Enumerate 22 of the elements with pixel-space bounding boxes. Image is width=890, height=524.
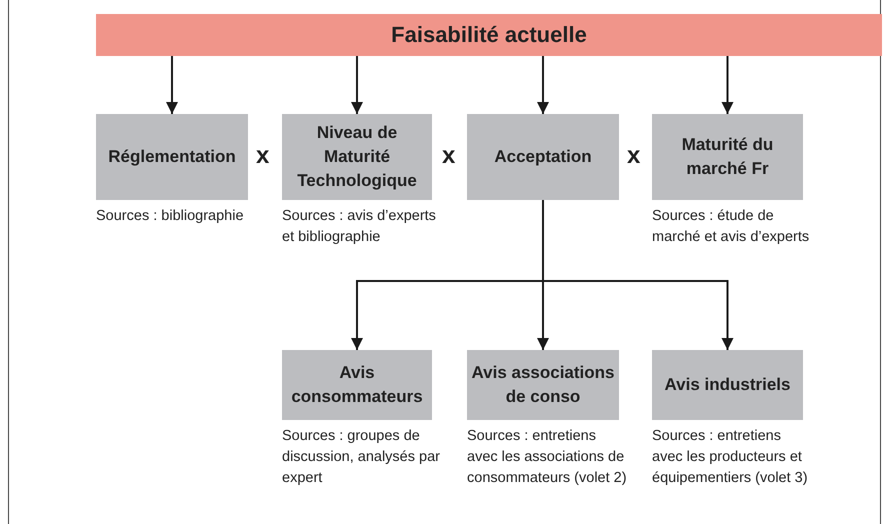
category-box: Avis associations de conso — [467, 350, 619, 420]
arrow — [542, 200, 734, 350]
multiply-sign: x — [442, 142, 456, 170]
source-note: Sources : avis d’experts et bibliographie — [282, 207, 437, 247]
arrow — [537, 56, 549, 114]
category-box: Acceptation — [467, 114, 619, 200]
arrow — [722, 56, 734, 114]
source-note: Sources : étude de marché et avis d’experts — [652, 207, 810, 247]
source-note: Sources : entretiens avec les associations de consommateurs (volet 2) — [467, 427, 627, 488]
category-box: Avis consommateurs — [282, 350, 432, 420]
source-note: Sources : groupes de discussion, analysés par expert — [282, 427, 441, 488]
multiply-sign: x — [627, 142, 640, 170]
source-note: Sources : entretiens avec les producteurs et équipementiers (volet 3) — [652, 427, 809, 488]
title-band: Faisabilité actuelle — [96, 14, 882, 56]
category-box: Réglementation — [96, 114, 248, 200]
arrow — [166, 56, 178, 114]
arrow — [351, 56, 363, 114]
category-box: Niveau de Maturité Technologique — [282, 114, 432, 200]
multiply-sign: x — [256, 142, 270, 170]
category-box: Avis industriels — [652, 350, 803, 420]
source-note: Sources : bibliographie — [96, 207, 245, 226]
category-box: Maturité du marché Fr — [652, 114, 803, 200]
